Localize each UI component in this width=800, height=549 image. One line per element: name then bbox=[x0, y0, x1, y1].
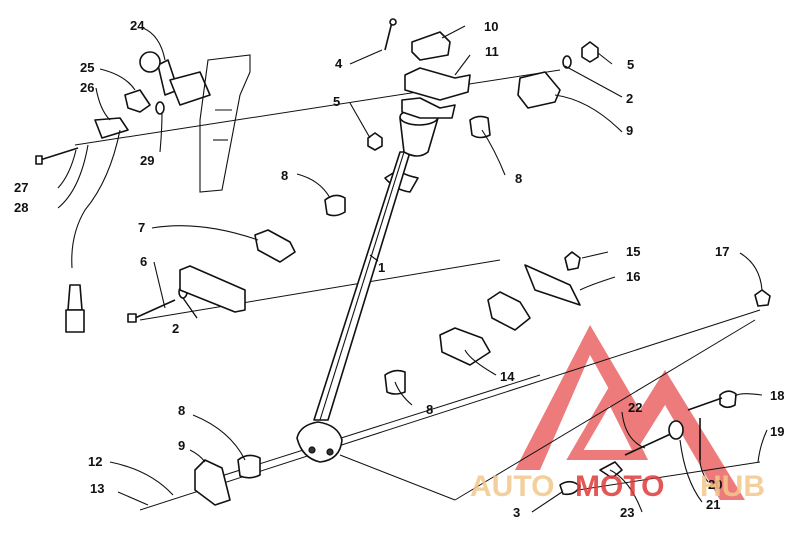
leader-lines bbox=[57, 25, 768, 513]
bolt-4 bbox=[384, 18, 397, 51]
callout-8-lower-right: 8 bbox=[426, 402, 433, 417]
callout-10: 10 bbox=[484, 19, 498, 34]
callout-2-upper: 2 bbox=[626, 91, 633, 106]
throttle-cable-assembly bbox=[35, 51, 211, 333]
callout-4: 4 bbox=[335, 56, 343, 71]
callout-29: 29 bbox=[140, 153, 154, 168]
callout-28: 28 bbox=[14, 200, 28, 215]
watermark-brand-part2: MOTO bbox=[575, 470, 664, 503]
callout-18: 18 bbox=[770, 388, 784, 403]
nut-parts bbox=[367, 41, 599, 151]
callout-9-upper: 9 bbox=[626, 123, 633, 138]
callout-8-upper-left: 8 bbox=[281, 168, 288, 183]
callout-11: 11 bbox=[485, 44, 499, 59]
callout-21: 21 bbox=[706, 497, 720, 512]
callout-9-lower: 9 bbox=[178, 438, 185, 453]
callout-5-left: 5 bbox=[333, 94, 340, 109]
callout-14: 14 bbox=[500, 369, 515, 384]
callout-23: 23 bbox=[620, 505, 634, 520]
lower-right-parts bbox=[439, 251, 581, 366]
reference-steering-post-outline bbox=[199, 54, 251, 193]
callout-labels: 1 2 2 3 4 5 5 6 7 8 8 8 8 9 9 10 11 12 1… bbox=[14, 18, 784, 520]
callout-20: 20 bbox=[708, 477, 722, 492]
callout-17: 17 bbox=[715, 244, 729, 259]
callout-19: 19 bbox=[770, 424, 784, 439]
callout-25: 25 bbox=[80, 60, 94, 75]
callout-7: 7 bbox=[138, 220, 145, 235]
callout-13: 13 bbox=[90, 481, 104, 496]
callout-12: 12 bbox=[88, 454, 102, 469]
mid-bracket-parts bbox=[179, 229, 296, 313]
callout-3: 3 bbox=[513, 505, 520, 520]
bolt-6 bbox=[127, 299, 176, 323]
callout-22: 22 bbox=[628, 400, 642, 415]
clamp-blocks bbox=[194, 71, 561, 506]
callout-16: 16 bbox=[626, 269, 640, 284]
watermark-brand-part1: AUTO bbox=[470, 470, 554, 503]
callout-8-lower-left: 8 bbox=[178, 403, 185, 418]
callout-2-mid: 2 bbox=[172, 321, 179, 336]
callout-15: 15 bbox=[626, 244, 640, 259]
upper-clamp-parts bbox=[401, 31, 471, 119]
callout-8-upper-right: 8 bbox=[515, 171, 522, 186]
callout-1: 1 bbox=[378, 260, 385, 275]
callout-5-upper: 5 bbox=[627, 57, 634, 72]
watermark-brand-part3: HUB bbox=[700, 470, 765, 503]
watermark-text: AUTO MOTO HUB bbox=[470, 470, 765, 503]
callout-27: 27 bbox=[14, 180, 28, 195]
callout-6: 6 bbox=[140, 254, 147, 269]
callout-24: 24 bbox=[130, 18, 145, 33]
callout-26: 26 bbox=[80, 80, 94, 95]
steering-post-shaft bbox=[296, 108, 439, 463]
tie-rod-hardware bbox=[559, 289, 771, 496]
